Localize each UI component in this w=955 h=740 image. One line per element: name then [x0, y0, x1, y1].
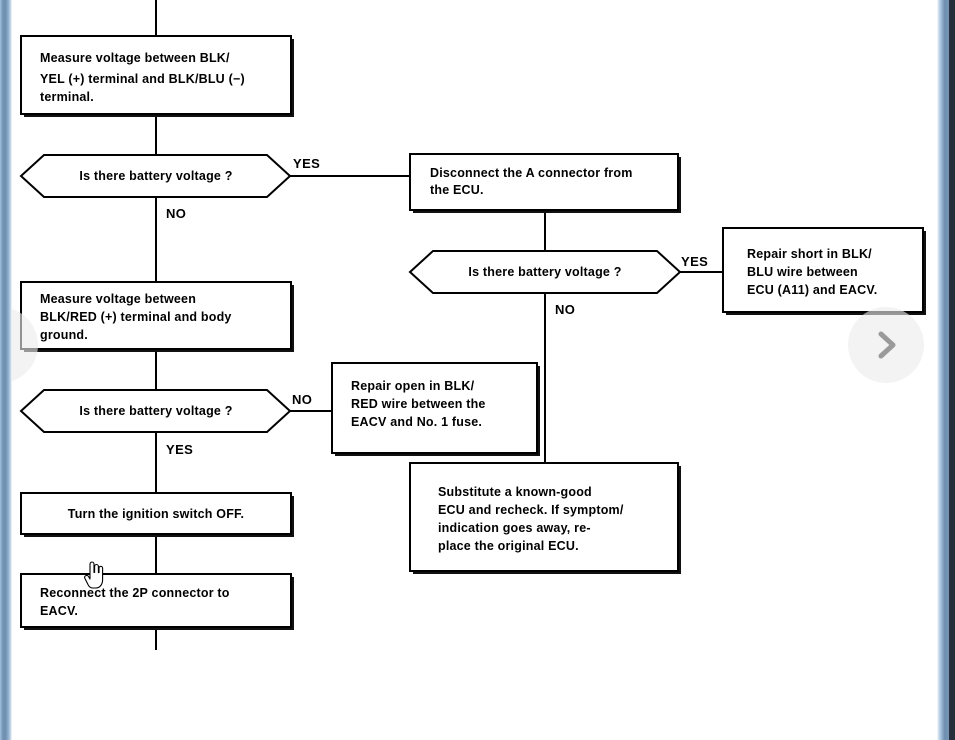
node-text-line: Reconnect the 2P connector to — [40, 586, 230, 600]
node-measure-blk-yel[interactable]: Measure voltage between BLK/ YEL (+) ter… — [20, 35, 294, 117]
node-text-line: indication goes away, re- — [438, 521, 591, 535]
branch-label-no-2: NO — [555, 302, 575, 317]
node-text-line: EACV and No. 1 fuse. — [351, 415, 482, 429]
branch-label-yes-2: YES — [681, 254, 708, 269]
node-text-line: Disconnect the A connector from — [430, 166, 633, 180]
node-text-line: Repair short in BLK/ — [747, 247, 872, 261]
branch-label-yes-3: YES — [166, 442, 193, 457]
node-text-line: Measure voltage between BLK/ — [40, 51, 230, 65]
node-text-line: Is there battery voltage ? — [468, 265, 621, 279]
node-repair-open-blk-red[interactable]: Repair open in BLK/ RED wire between the… — [331, 362, 540, 456]
node-text-line: Is there battery voltage ? — [79, 404, 232, 418]
next-page-button[interactable] — [848, 307, 924, 383]
node-text-line: BLK/RED (+) terminal and body — [40, 310, 232, 324]
node-text-line: Is there battery voltage ? — [79, 169, 232, 183]
node-disconnect-a-connector[interactable]: Disconnect the A connector from the ECU. — [409, 153, 681, 213]
node-battery-voltage-2[interactable]: Is there battery voltage ? — [408, 250, 682, 294]
chevron-left-icon — [0, 331, 8, 359]
branch-label-no-1: NO — [166, 206, 186, 221]
decision-shape — [19, 389, 292, 433]
node-text-line: ECU (A11) and EACV. — [747, 283, 877, 297]
node-text-line: Turn the ignition switch OFF. — [68, 507, 244, 521]
node-substitute-ecu[interactable]: Substitute a known-good ECU and recheck.… — [409, 462, 681, 574]
node-text-line: Substitute a known-good — [438, 485, 592, 499]
node-text-line: the ECU. — [430, 183, 484, 197]
branch-label-yes-1: YES — [293, 156, 320, 171]
connector-group — [155, 0, 723, 650]
node-text-line: BLU wire between — [747, 265, 858, 279]
node-text-line: Measure voltage between — [40, 292, 196, 306]
decision-shape — [19, 154, 292, 198]
node-text-line: Repair open in BLK/ — [351, 379, 475, 393]
page-edge-right-band — [949, 0, 955, 740]
node-battery-voltage-3[interactable]: Is there battery voltage ? — [19, 389, 292, 433]
node-ignition-off[interactable]: Turn the ignition switch OFF. — [20, 492, 294, 537]
node-measure-blk-red[interactable]: Measure voltage between BLK/RED (+) term… — [20, 281, 294, 352]
node-text-line: RED wire between the — [351, 397, 486, 411]
decision-shape — [408, 250, 682, 294]
node-text-line: ground. — [40, 328, 88, 342]
chevron-right-icon — [878, 331, 896, 359]
node-text-line: EACV. — [40, 604, 78, 618]
node-battery-voltage-1[interactable]: Is there battery voltage ? — [19, 154, 292, 198]
node-repair-short-blk-blu[interactable]: Repair short in BLK/ BLU wire between EC… — [722, 227, 926, 315]
branch-label-no-3: NO — [292, 392, 312, 407]
node-text-line: place the original ECU. — [438, 539, 579, 553]
node-text-line: ECU and recheck. If symptom/ — [438, 503, 624, 517]
node-reconnect-2p[interactable]: Reconnect the 2P connector to EACV. — [20, 573, 294, 630]
node-text-line: terminal. — [40, 90, 94, 104]
node-text-line: YEL (+) terminal and BLK/BLU (−) — [40, 72, 245, 86]
